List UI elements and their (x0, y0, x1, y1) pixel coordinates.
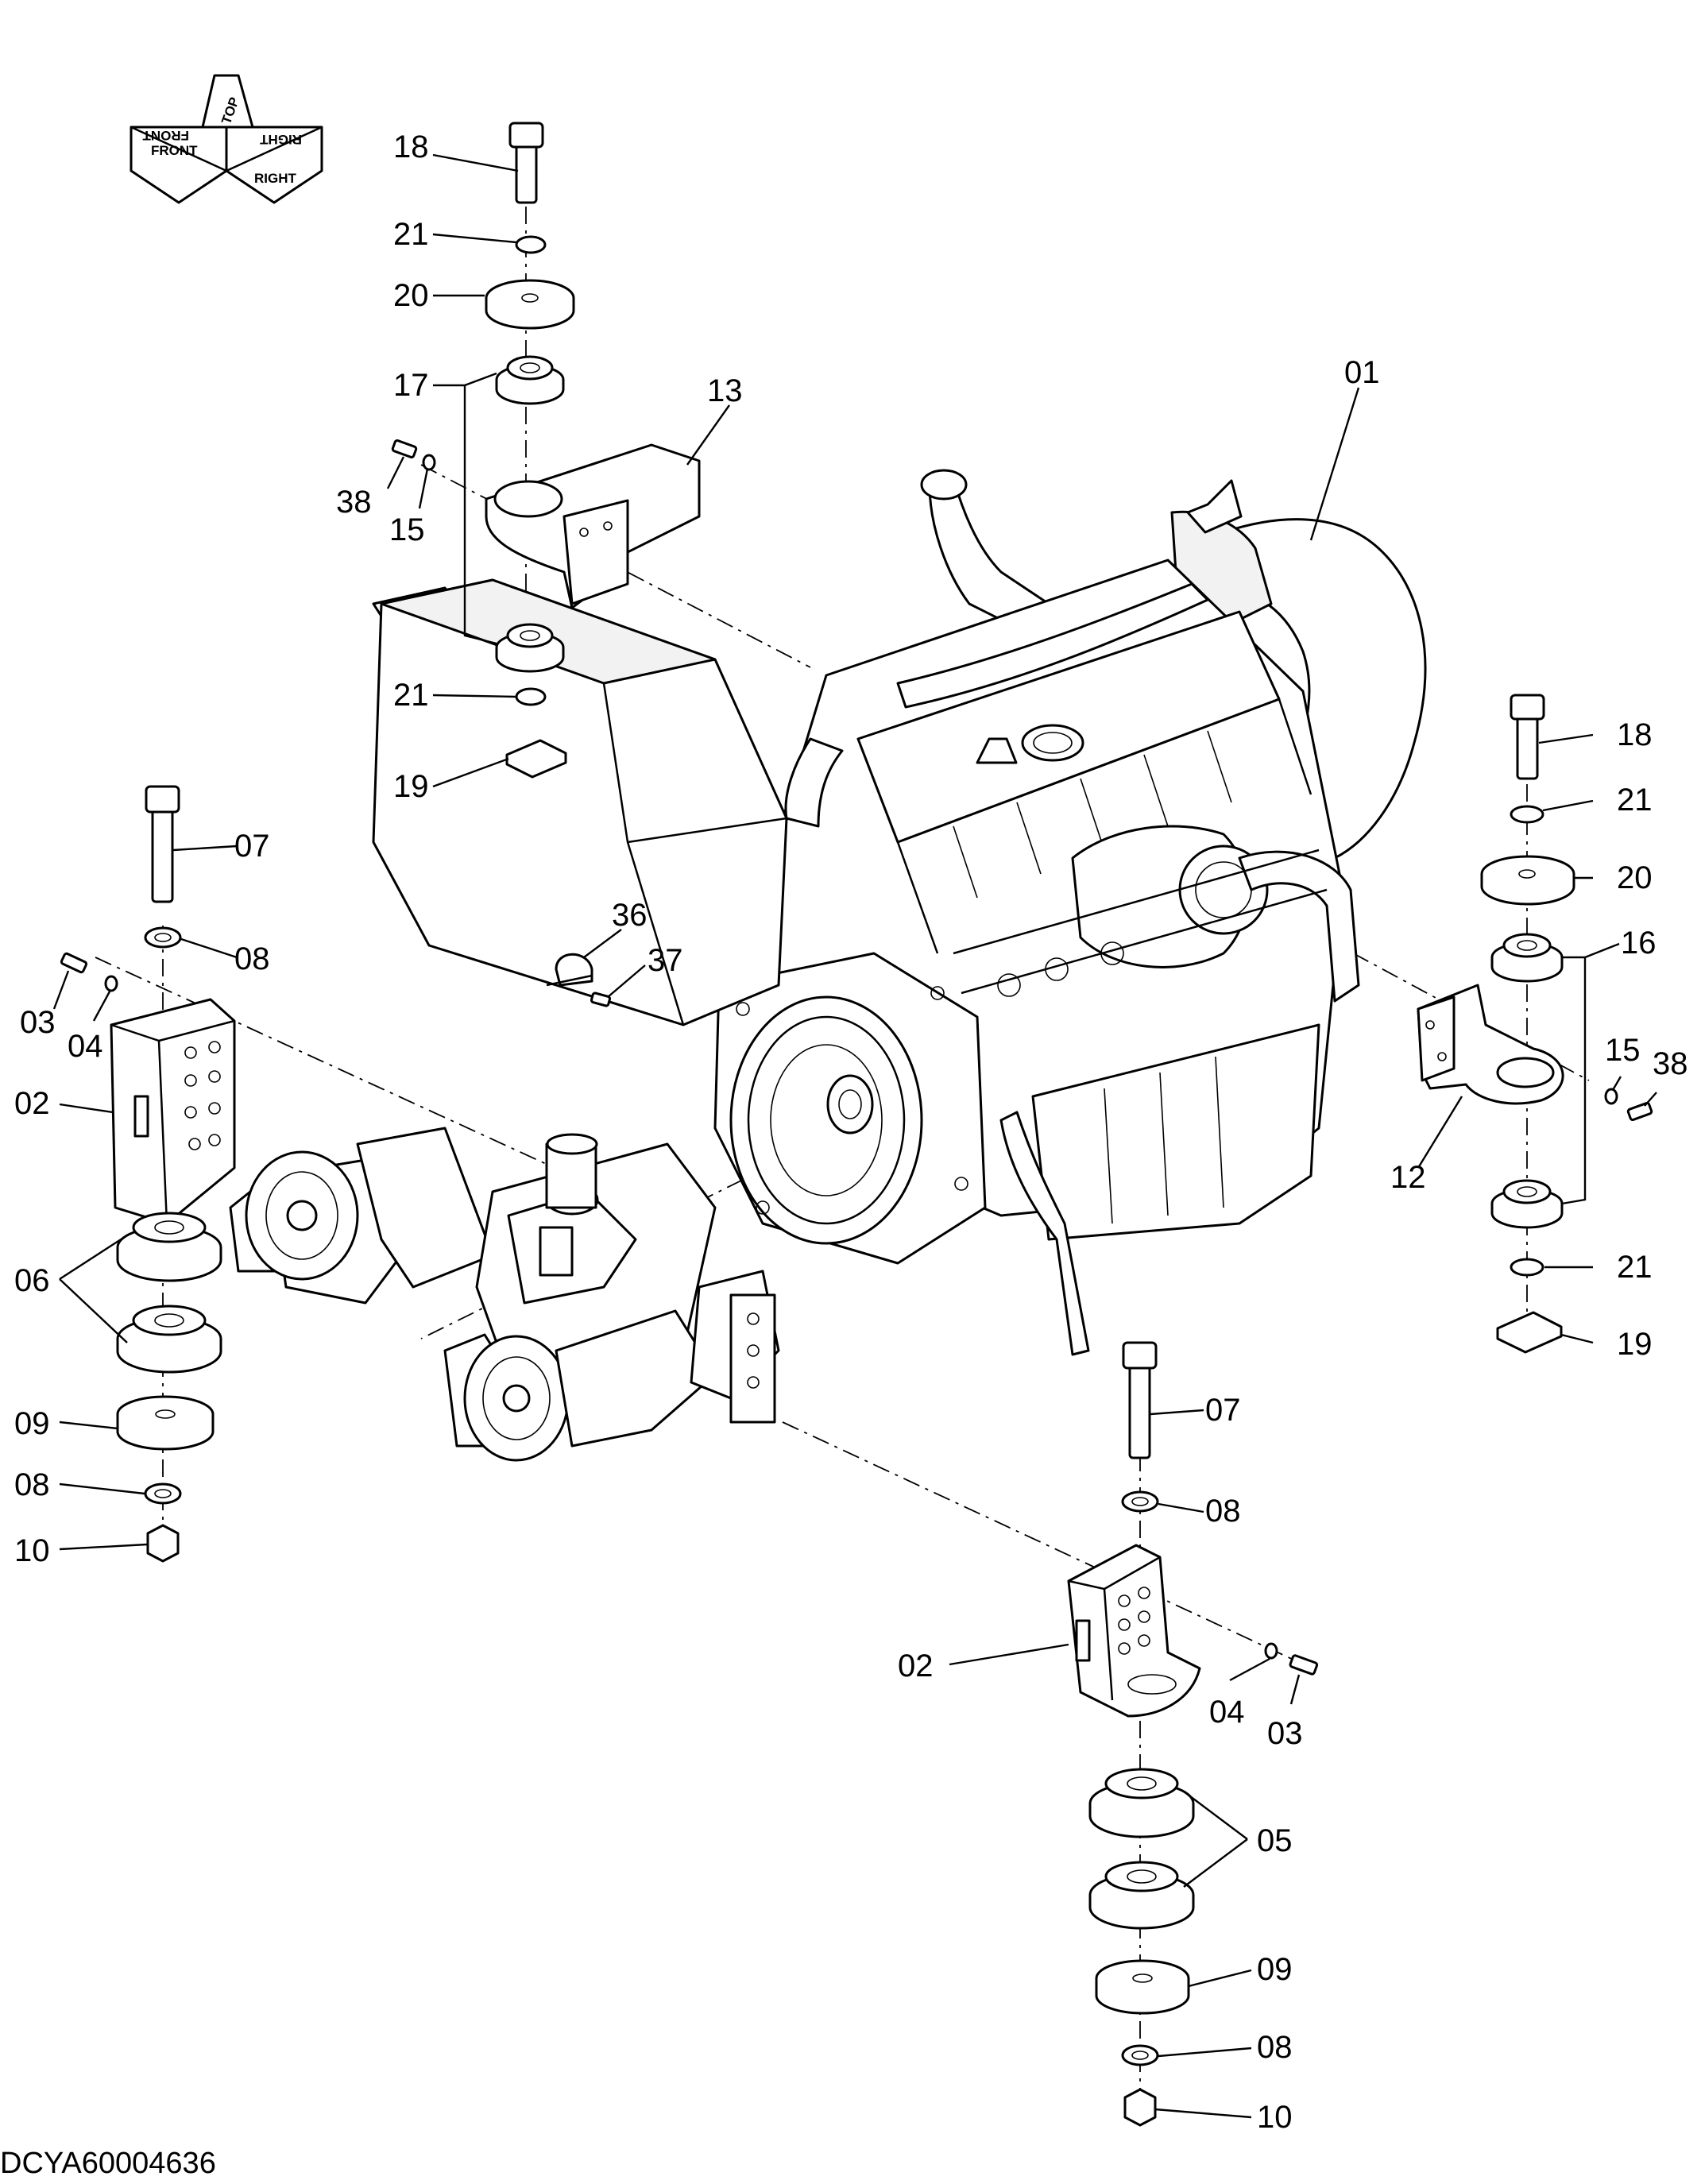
callout-36: 36 (612, 898, 648, 933)
nut-10-right (1123, 2088, 1157, 2127)
washer-08-right-bottom (1121, 2044, 1159, 2066)
washer-15-left (422, 454, 436, 471)
callout-07-left: 07 (234, 829, 270, 864)
clamp-parts (546, 953, 612, 1007)
callout-13: 13 (707, 373, 743, 408)
callout-03-right: 03 (1267, 1716, 1303, 1751)
orientation-right-mirrored-label: RIGHT (260, 132, 303, 147)
plate-19-right (1496, 1311, 1563, 1354)
washer-08-left-top (144, 926, 182, 949)
washer-21-right-bottom (1510, 1258, 1544, 1277)
callout-04-right: 04 (1209, 1695, 1245, 1730)
washer-21-left-top (515, 235, 547, 254)
callout-09-left: 09 (14, 1406, 50, 1441)
callout-17: 17 (393, 368, 429, 403)
callout-10-left: 10 (14, 1533, 50, 1568)
orientation-front-mirrored-label: FRONT (142, 128, 189, 143)
washer-15-right (1604, 1088, 1618, 1105)
washer-08-right-top (1121, 1490, 1159, 1513)
callout-19-left: 19 (393, 769, 429, 804)
plate-19-left (505, 739, 567, 779)
callout-21-left-bottom: 21 (393, 678, 429, 713)
callout-19-right: 19 (1617, 1327, 1653, 1362)
bolt-38-right (1626, 1101, 1653, 1122)
bolt-03-right (1289, 1654, 1319, 1676)
callout-37: 37 (648, 943, 683, 978)
callout-15-left: 15 (389, 512, 425, 547)
orientation-symbol: FRONT FRONT RIGHT RIGHT TOP (130, 74, 323, 204)
callout-20-left: 20 (393, 278, 429, 313)
nut-10-left (146, 1524, 180, 1563)
rear-left-mount-parts (391, 122, 701, 779)
plate-09-right (1095, 1959, 1190, 2015)
callout-15-right: 15 (1605, 1033, 1641, 1068)
plate-20-right (1480, 855, 1575, 906)
callout-20-right: 20 (1617, 860, 1653, 895)
callout-08-left-top: 08 (234, 941, 270, 976)
callout-05: 05 (1257, 1823, 1293, 1858)
washer-21-right-top (1510, 805, 1544, 824)
callout-38-right: 38 (1653, 1046, 1688, 1081)
callout-10-right: 10 (1257, 2100, 1293, 2135)
callout-labels: 01 13 18 21 20 17 38 15 21 19 18 21 20 1… (14, 129, 1688, 2135)
plate-20-left (485, 279, 575, 330)
plate-09-left (116, 1395, 215, 1451)
callout-07-right: 07 (1205, 1393, 1241, 1428)
callout-09-right: 09 (1257, 1952, 1293, 1987)
leader-lines (52, 153, 1657, 2119)
callout-21-left-top: 21 (393, 217, 429, 252)
bracket-02-left (110, 998, 236, 1225)
callout-38-left: 38 (336, 485, 372, 520)
orientation-front-label: FRONT (151, 143, 198, 158)
callout-21-right-top: 21 (1617, 783, 1653, 818)
front-left-mount-parts (60, 785, 236, 1563)
callout-08-right-bottom: 08 (1257, 2030, 1293, 2065)
callout-12: 12 (1390, 1160, 1426, 1195)
callout-21-right-bottom: 21 (1617, 1250, 1653, 1285)
washer-04-left (104, 975, 118, 992)
rear-right-mount-parts (1417, 694, 1653, 1354)
callout-16: 16 (1621, 926, 1657, 961)
callout-01: 01 (1344, 355, 1380, 390)
callout-18-right: 18 (1617, 717, 1653, 752)
drawing-code: DCYA60004636 (0, 2147, 216, 2180)
bolt-07-right (1128, 1353, 1151, 1459)
washer-04-right (1264, 1642, 1278, 1660)
callout-03-left: 03 (20, 1005, 56, 1040)
callout-08-left-bottom: 08 (14, 1467, 50, 1502)
front-right-mount-parts (1067, 1341, 1319, 2127)
callout-08-right-top: 08 (1205, 1494, 1241, 1529)
bolt-37 (590, 991, 612, 1007)
orientation-right-label: RIGHT (254, 171, 297, 186)
washer-21-left-bottom (515, 687, 547, 706)
bolt-07-left (151, 797, 174, 903)
callout-02-right: 02 (898, 1649, 934, 1683)
transmission-pump-assembly (229, 578, 788, 1462)
bolt-38-left (391, 439, 418, 459)
bolt-03-left (60, 952, 88, 974)
callout-18-left: 18 (393, 129, 429, 164)
engine-assembly (713, 469, 1427, 1356)
callout-06: 06 (14, 1263, 50, 1298)
clamp-36 (555, 953, 593, 987)
washer-08-left-bottom (144, 1482, 182, 1505)
callout-04-left: 04 (68, 1029, 103, 1064)
callout-02-left: 02 (14, 1086, 50, 1121)
